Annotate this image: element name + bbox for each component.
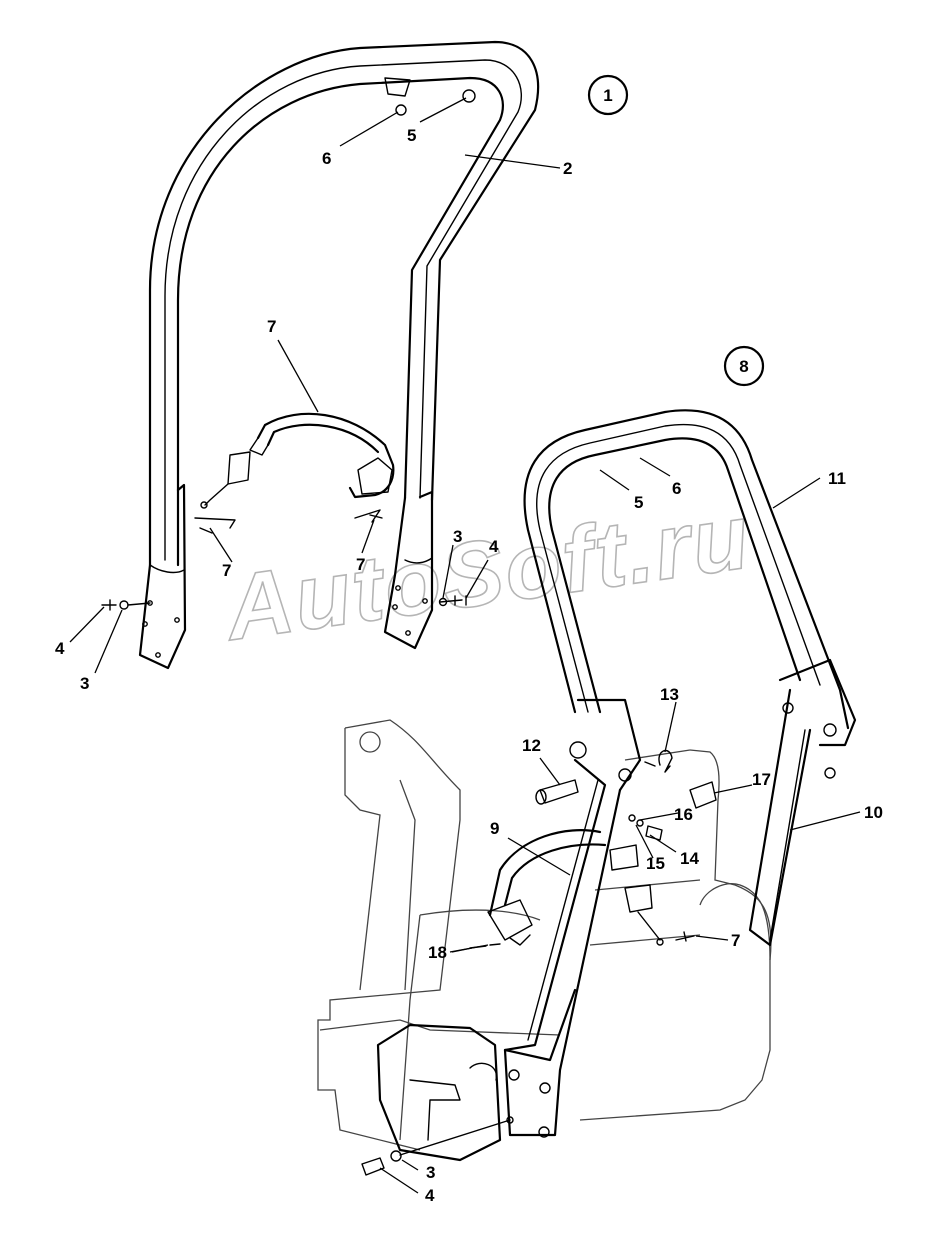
callout-5: 5 bbox=[407, 126, 416, 145]
callout-7: 7 bbox=[222, 561, 231, 580]
callout-15: 15 bbox=[646, 854, 665, 873]
callout-3: 3 bbox=[426, 1163, 435, 1182]
callout-18: 18 bbox=[428, 943, 447, 962]
callout-14: 14 bbox=[680, 849, 699, 868]
callout-4: 4 bbox=[55, 639, 65, 658]
callout-7: 7 bbox=[267, 317, 276, 336]
callout-5: 5 bbox=[634, 493, 643, 512]
callout-3: 3 bbox=[80, 674, 89, 693]
view-1-circle: 1 bbox=[587, 74, 629, 116]
callout-16: 16 bbox=[674, 805, 693, 824]
callout-13: 13 bbox=[660, 685, 679, 704]
callout-3: 3 bbox=[453, 527, 462, 546]
callout-17: 17 bbox=[752, 770, 771, 789]
watermark: AutoSoft.ru bbox=[218, 485, 757, 660]
leader-lines bbox=[69, 97, 861, 1194]
callout-6: 6 bbox=[672, 479, 681, 498]
callout-2: 2 bbox=[563, 159, 572, 178]
view-8-circle: 8 bbox=[723, 345, 765, 387]
roll-bar-view-8 bbox=[361, 409, 857, 1176]
callout-8: 8 bbox=[739, 357, 748, 376]
callout-6: 6 bbox=[322, 149, 331, 168]
callout-7: 7 bbox=[356, 555, 365, 574]
callout-9: 9 bbox=[490, 819, 499, 838]
callout-1: 1 bbox=[603, 86, 612, 105]
tractor-body-ghost bbox=[317, 719, 772, 1151]
callout-7: 7 bbox=[731, 931, 740, 950]
callout-4: 4 bbox=[489, 537, 499, 556]
callout-4: 4 bbox=[425, 1186, 435, 1205]
callout-numbers: 6 5 2 7 7 7 4 3 3 4 5 6 11 13 12 17 10 1… bbox=[55, 126, 883, 1205]
callout-10: 10 bbox=[864, 803, 883, 822]
callout-12: 12 bbox=[522, 736, 541, 755]
roll-bar-view-1 bbox=[101, 40, 540, 670]
callout-11: 11 bbox=[828, 469, 846, 488]
